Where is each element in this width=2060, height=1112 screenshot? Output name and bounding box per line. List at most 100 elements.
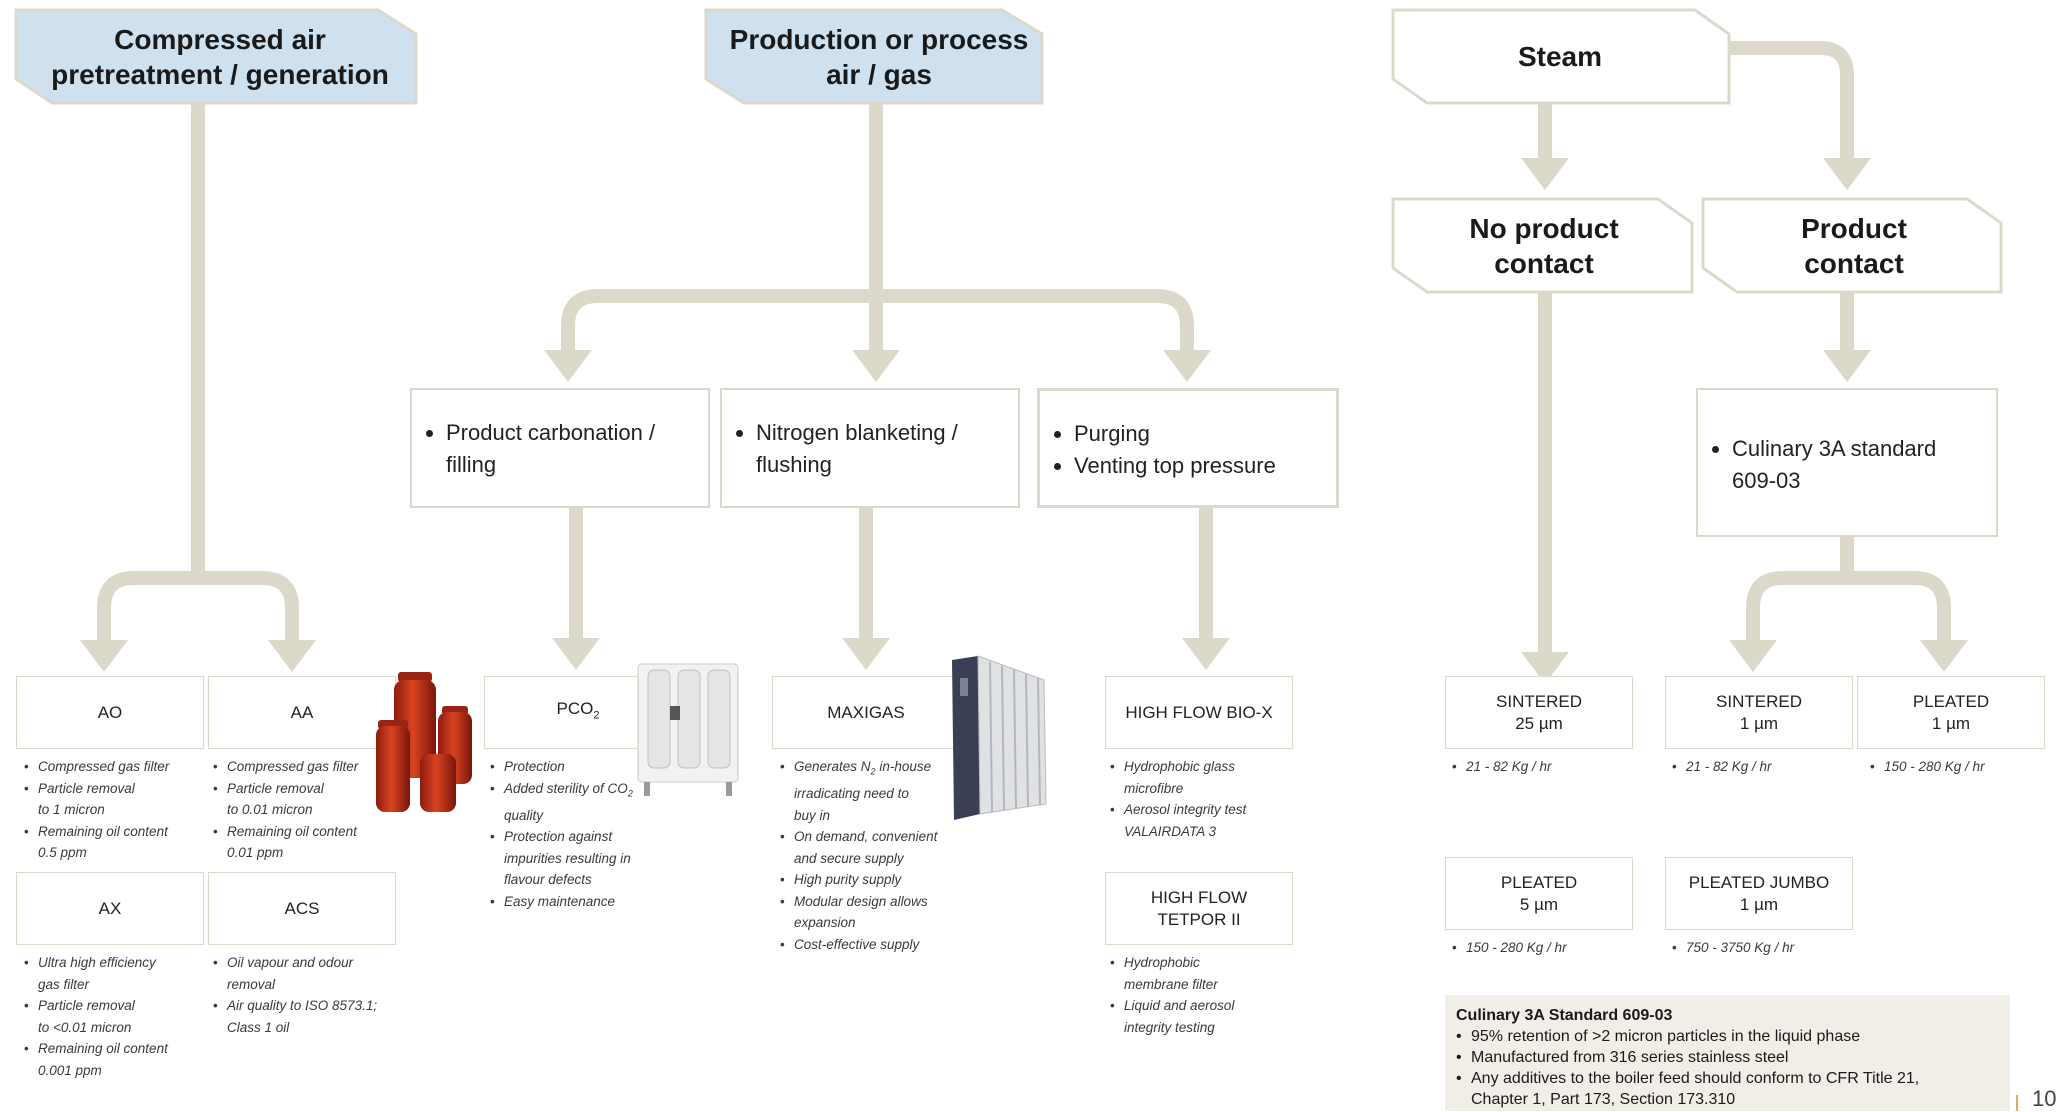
pleated-1-features: 150 - 280 Kg / hr <box>1870 756 1985 778</box>
application-line: Purging <box>1074 418 1322 450</box>
header-line: Compressed air <box>114 23 326 55</box>
product-size: 5 µm <box>1519 894 1559 914</box>
product-size: 1 µm <box>1739 713 1779 733</box>
product-maxigas: MAXIGAS <box>772 676 960 749</box>
product-name: PLEATED <box>1912 691 1990 711</box>
feature-item: Air quality to ISO 8573.1;Class 1 oil <box>213 995 377 1038</box>
feature-item: Easy maintenance <box>490 891 633 913</box>
feature-item: 21 - 82 Kg / hr <box>1672 756 1772 778</box>
steam-header: Steam <box>1400 10 1720 103</box>
header-line: Steam <box>1517 41 1603 72</box>
product-name: HIGH FLOW <box>1150 887 1248 907</box>
application-line: Venting top pressure <box>1074 450 1322 482</box>
application-purging: PurgingVenting top pressure <box>1037 388 1339 508</box>
product-name: AA <box>290 702 314 722</box>
pleated-jumbo-features: 750 - 3750 Kg / hr <box>1672 937 1794 959</box>
product-name: ACS <box>284 898 320 918</box>
product-name: PLEATED <box>1500 872 1578 892</box>
application-nitrogen: Nitrogen blanketing /flushing <box>720 388 1020 508</box>
header-line: contact <box>1494 247 1594 279</box>
header-line: No product <box>1469 212 1619 244</box>
note-title: Culinary 3A Standard 609-03 <box>1456 1007 1673 1024</box>
product-name: MAXIGAS <box>827 702 905 722</box>
application-line: Nitrogen blanketing /flushing <box>756 417 1004 481</box>
product-name: AO <box>97 702 123 722</box>
product-aa: AA <box>208 676 396 749</box>
product-size: 25 µm <box>1515 713 1563 733</box>
pco2-unit-image <box>637 663 739 796</box>
product-name: SINTERED <box>1496 691 1582 711</box>
feature-item: 750 - 3750 Kg / hr <box>1672 937 1794 959</box>
aa-features: Compressed gas filter Particle removalto… <box>213 756 358 864</box>
product-name: AX <box>98 898 122 918</box>
feature-item: High purity supply <box>780 869 937 891</box>
header-line: Production or process <box>729 23 1029 55</box>
product-acs: ACS <box>208 872 396 945</box>
orange-filter-housings-image <box>376 672 472 812</box>
page-number-bar <box>2016 1095 2018 1111</box>
product-bio-x: HIGH FLOW BIO-X <box>1105 676 1293 749</box>
culinary-standard-note: Culinary 3A Standard 609-03 95% retentio… <box>1445 995 2010 1111</box>
feature-item: 150 - 280 Kg / hr <box>1870 756 1985 778</box>
product-size: 1 µm <box>1739 894 1779 914</box>
pco2-features: Protection Added sterility of CO2quality… <box>490 756 633 912</box>
note-item: Any additives to the boiler feed should … <box>1456 1068 2000 1110</box>
feature-item: 150 - 280 Kg / hr <box>1452 937 1567 959</box>
header-line: Product <box>1801 212 1907 244</box>
header-line: contact <box>1804 247 1904 279</box>
pleated-5-features: 150 - 280 Kg / hr <box>1452 937 1567 959</box>
sintered-25-features: 21 - 82 Kg / hr <box>1452 756 1552 778</box>
product-name: PLEATED JUMBO <box>1688 872 1830 892</box>
header-line: air / gas <box>826 58 932 90</box>
note-item: Manufactured from 316 series stainless s… <box>1456 1047 2000 1068</box>
product-size: 1 µm <box>1931 713 1971 733</box>
product-ax: AX <box>16 872 204 945</box>
header-line: pretreatment / generation <box>51 58 389 90</box>
product-name: HIGH FLOW BIO-X <box>1125 702 1273 722</box>
feature-item: 21 - 82 Kg / hr <box>1452 756 1552 778</box>
note-item: 95% retention of >2 micron particles in … <box>1456 1026 2000 1047</box>
sintered-1-features: 21 - 82 Kg / hr <box>1672 756 1772 778</box>
feature-item: Protection <box>490 756 633 778</box>
feature-item: Compressed gas filter <box>24 756 169 778</box>
product-name: PCO2 <box>556 699 600 722</box>
product-name: SINTERED <box>1716 691 1802 711</box>
page-number: 10 <box>2032 1086 2057 1111</box>
maxigas-generator-image <box>952 655 1047 820</box>
product-ao: AO <box>16 676 204 749</box>
feature-item: Cost-effective supply <box>780 934 937 956</box>
